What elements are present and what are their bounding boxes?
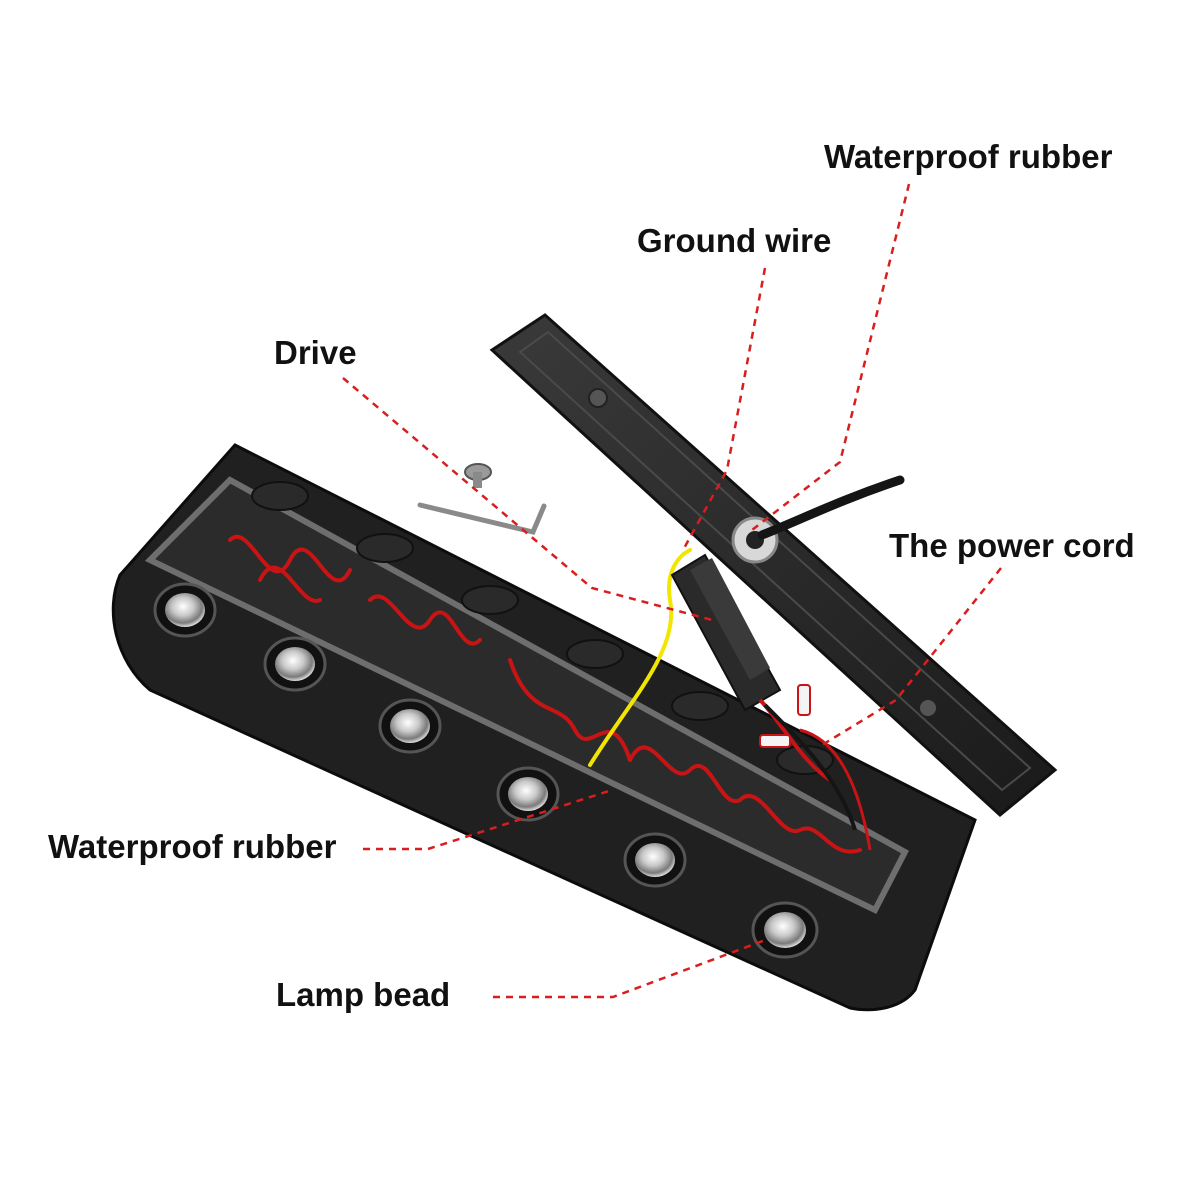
cover-screw-hole-icon	[918, 698, 938, 718]
ground-wire	[588, 548, 692, 767]
leader-lines	[342, 183, 1002, 999]
leader-line-ground-wire	[680, 267, 767, 553]
lamp-housing	[111, 443, 977, 1012]
internal-red-wires	[228, 535, 862, 854]
label-lamp-bead: Lamp bead	[276, 976, 451, 1013]
leader-line-drive	[342, 377, 713, 622]
leader-line-power-cord	[821, 567, 1002, 747]
lamp-bead-icon	[496, 766, 560, 822]
label-waterproof-rubber-mid: Waterproof rubber	[48, 828, 337, 865]
label-waterproof-rubber-top: Waterproof rubber	[824, 138, 1113, 175]
lamp-bead-icon	[153, 582, 217, 638]
lamp-bead-icon	[378, 698, 442, 754]
lamp-bead-icon	[751, 901, 819, 959]
wire-connector-icon	[797, 684, 811, 716]
leader-line-waterproof-rubber-mid	[363, 788, 613, 851]
lamp-beads	[153, 582, 819, 959]
driver-box	[670, 553, 872, 851]
label-power-cord: The power cord	[889, 527, 1135, 564]
screw-and-hex-key	[417, 463, 547, 535]
back-cover-plate	[489, 313, 1058, 817]
lamp-bead-icon	[623, 832, 687, 888]
label-ground-wire: Ground wire	[637, 222, 832, 259]
lamp-bead-icon	[263, 636, 327, 692]
leader-line-lamp-bead	[493, 937, 769, 999]
power-cord	[757, 475, 905, 540]
cover-screw-hole-icon	[588, 388, 608, 408]
wire-connector-icon	[759, 734, 791, 748]
label-drive: Drive	[274, 334, 357, 371]
leader-line-waterproof-rubber-top	[751, 183, 911, 531]
